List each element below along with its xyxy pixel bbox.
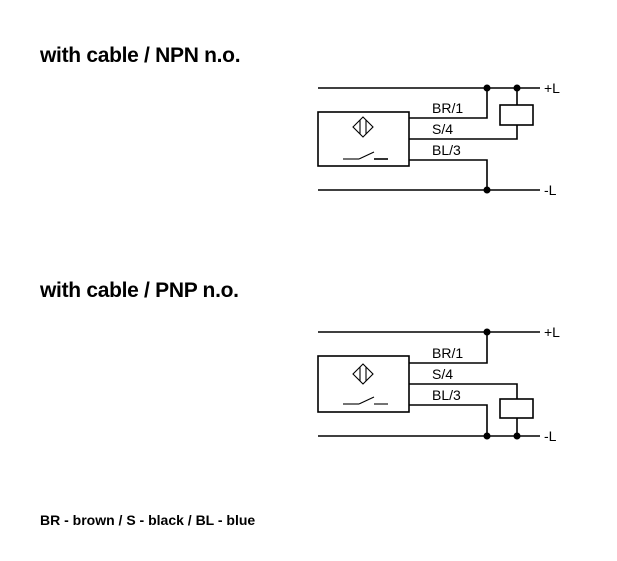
- pnp-junction: [483, 432, 491, 440]
- pnp-heading: with cable / PNP n.o.: [40, 279, 239, 302]
- pnp-bl-wire: [409, 404, 488, 436]
- pnp-inductive-sensor-icon: [352, 363, 374, 385]
- npn-heading: with cable / NPN n.o.: [40, 44, 241, 67]
- pnp-br-label: BR/1: [432, 345, 463, 361]
- npn-sensor-body: [317, 111, 410, 167]
- pnp-load: [499, 398, 534, 419]
- pnp-switch-contact-icon: [343, 396, 388, 405]
- npn-s-wire: [409, 125, 518, 140]
- npn-minus-label: -L: [544, 182, 557, 198]
- npn-junction: [513, 84, 521, 92]
- pnp-junction: [483, 328, 491, 336]
- npn-diagram: BR/1 S/4 BL/3 +L -L: [317, 80, 560, 198]
- npn-br-wire: [409, 88, 488, 119]
- pnp-junction: [513, 432, 521, 440]
- npn-inductive-sensor-icon: [352, 116, 374, 138]
- npn-s-label: S/4: [432, 121, 453, 137]
- npn-junction: [483, 186, 491, 194]
- npn-bl-wire: [409, 159, 488, 190]
- pnp-br-wire: [409, 332, 488, 364]
- pnp-diagram: BR/1 S/4 BL/3 +L -L: [317, 324, 560, 444]
- pnp-s-label: S/4: [432, 366, 453, 382]
- wire-color-legend: BR - brown / S - black / BL - blue: [40, 512, 256, 528]
- npn-junction: [483, 84, 491, 92]
- npn-br-label: BR/1: [432, 100, 463, 116]
- pnp-plus-label: +L: [544, 324, 560, 340]
- pnp-s-wire: [409, 383, 518, 399]
- npn-load: [499, 104, 534, 126]
- npn-switch-contact-icon: [343, 151, 388, 160]
- pnp-minus-label: -L: [544, 428, 557, 444]
- npn-plus-label: +L: [544, 80, 560, 96]
- pnp-bl-label: BL/3: [432, 387, 461, 403]
- npn-bl-label: BL/3: [432, 142, 461, 158]
